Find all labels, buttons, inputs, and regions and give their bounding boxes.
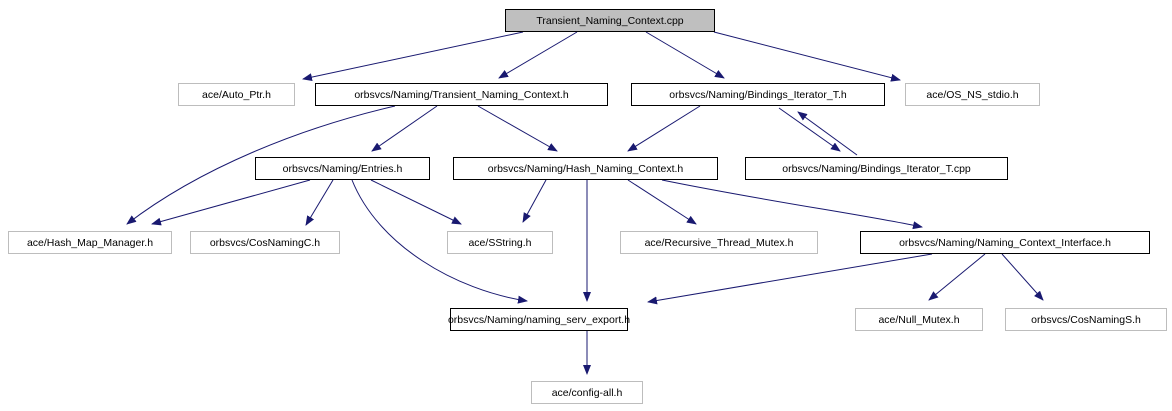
edge-root-to-auto-ptr bbox=[302, 31, 524, 82]
node-bindings-iterator-t-cpp[interactable]: orbsvcs/Naming/Bindings_Iterator_T.cpp bbox=[745, 157, 1008, 180]
edge-hnc-to-sstring bbox=[522, 179, 547, 223]
edge-nci-to-nse bbox=[647, 253, 933, 305]
edge-entries-to-nse bbox=[351, 179, 528, 304]
edge-bit-h-to-bit-cpp bbox=[778, 107, 841, 152]
node-naming-context-interface-h[interactable]: orbsvcs/Naming/Naming_Context_Interface.… bbox=[860, 231, 1150, 254]
edge-hnc-to-rtm bbox=[627, 179, 697, 225]
node-ace-sstring-h[interactable]: ace/SString.h bbox=[447, 231, 553, 254]
edge-root-to-tnc-h bbox=[498, 31, 578, 79]
node-naming-serv-export-h[interactable]: orbsvcs/Naming/naming_serv_export.h bbox=[448, 308, 630, 331]
edge-tnc-h-to-hnc bbox=[477, 105, 558, 152]
edge-nci-to-cosnamings bbox=[1001, 253, 1044, 301]
node-cosnamings-h[interactable]: orbsvcs/CosNamingS.h bbox=[1005, 308, 1167, 331]
node-ace-hash-map-manager-h[interactable]: ace/Hash_Map_Manager.h bbox=[8, 231, 172, 254]
node-ace-auto-ptr-h[interactable]: ace/Auto_Ptr.h bbox=[178, 83, 295, 106]
node-transient-naming-context-cpp: Transient_Naming_Context.cpp bbox=[505, 9, 715, 32]
edge-entries-to-cosnamingc bbox=[305, 179, 334, 226]
node-ace-os-ns-stdio-h[interactable]: ace/OS_NS_stdio.h bbox=[905, 83, 1040, 106]
edge-root-to-bit-h bbox=[645, 31, 725, 79]
edge-bit-h-to-hnc bbox=[627, 105, 701, 152]
edge-entries-to-sstring bbox=[370, 179, 462, 225]
edge-tnc-h-to-hash-map bbox=[126, 105, 396, 225]
node-ace-null-mutex-h[interactable]: ace/Null_Mutex.h bbox=[855, 308, 983, 331]
edge-bit-cpp-to-bit-h bbox=[797, 111, 858, 156]
node-ace-recursive-thread-mutex-h[interactable]: ace/Recursive_Thread_Mutex.h bbox=[620, 231, 818, 254]
node-hash-naming-context-h[interactable]: orbsvcs/Naming/Hash_Naming_Context.h bbox=[453, 157, 718, 180]
edge-entries-to-hash-map bbox=[151, 179, 311, 226]
edge-root-to-os-ns-stdio bbox=[713, 31, 901, 82]
edge-tnc-h-to-entries bbox=[371, 105, 438, 152]
node-transient-naming-context-h[interactable]: orbsvcs/Naming/Transient_Naming_Context.… bbox=[315, 83, 608, 106]
node-entries-h[interactable]: orbsvcs/Naming/Entries.h bbox=[255, 157, 430, 180]
edge-nci-to-null-mutex bbox=[928, 253, 986, 301]
node-bindings-iterator-t-h[interactable]: orbsvcs/Naming/Bindings_Iterator_T.h bbox=[631, 83, 885, 106]
edge-hnc-to-nci bbox=[661, 179, 923, 230]
node-cosnamingc-h[interactable]: orbsvcs/CosNamingC.h bbox=[190, 231, 340, 254]
node-ace-config-all-h[interactable]: ace/config-all.h bbox=[531, 381, 643, 404]
